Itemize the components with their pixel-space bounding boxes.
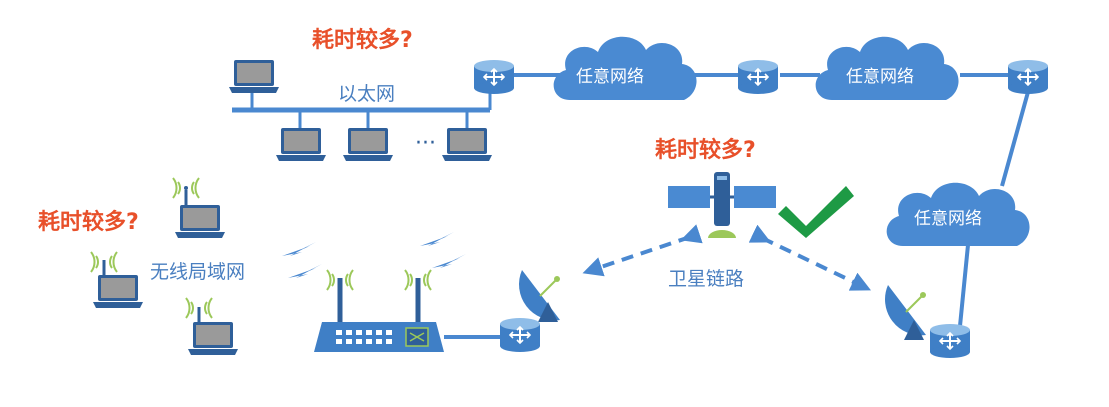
wireless-router-icon	[314, 269, 444, 352]
router-icon	[929, 323, 971, 359]
warning-wireless: 耗时较多?	[38, 209, 139, 235]
checkmark-icon	[778, 186, 854, 238]
router-icon	[1007, 59, 1049, 95]
ethernet-label: 以太网	[338, 83, 395, 105]
satellite-link-arrows	[582, 224, 872, 291]
wan-links	[510, 73, 1030, 327]
wireless-laptop	[172, 177, 225, 238]
ellipsis-label: ···	[415, 131, 436, 156]
signal-bolt-icon	[420, 232, 454, 246]
signal-bolt-icon	[288, 264, 322, 278]
wireless-laptop	[185, 297, 238, 355]
laptop-icon	[229, 60, 279, 93]
satellite-icon	[668, 172, 776, 238]
wireless-lan-label: 无线局域网	[150, 261, 245, 283]
satellite-link-label: 卫星链路	[668, 268, 744, 290]
signal-bolt-icon	[282, 242, 316, 256]
router-icon	[737, 59, 779, 95]
satellite-dish-icon	[519, 270, 560, 322]
satellite-dish-icon	[885, 285, 926, 340]
router-icon	[499, 317, 541, 353]
laptop-icon	[188, 322, 238, 355]
signal-bolt-icon	[432, 254, 466, 268]
laptop-icon	[343, 128, 393, 161]
warning-satellite: 耗时较多?	[655, 137, 756, 163]
cloud-label-1: 任意网络	[576, 67, 644, 87]
laptop-icon	[93, 275, 143, 308]
wireless-laptop	[90, 251, 143, 308]
laptop-icon	[175, 205, 225, 238]
laptop-icon	[276, 128, 326, 161]
router-icon	[473, 59, 515, 95]
cloud-label-2: 任意网络	[846, 67, 914, 87]
cloud-label-3: 任意网络	[914, 209, 982, 229]
warning-ethernet: 耗时较多?	[312, 27, 413, 53]
laptop-icon	[442, 128, 492, 161]
